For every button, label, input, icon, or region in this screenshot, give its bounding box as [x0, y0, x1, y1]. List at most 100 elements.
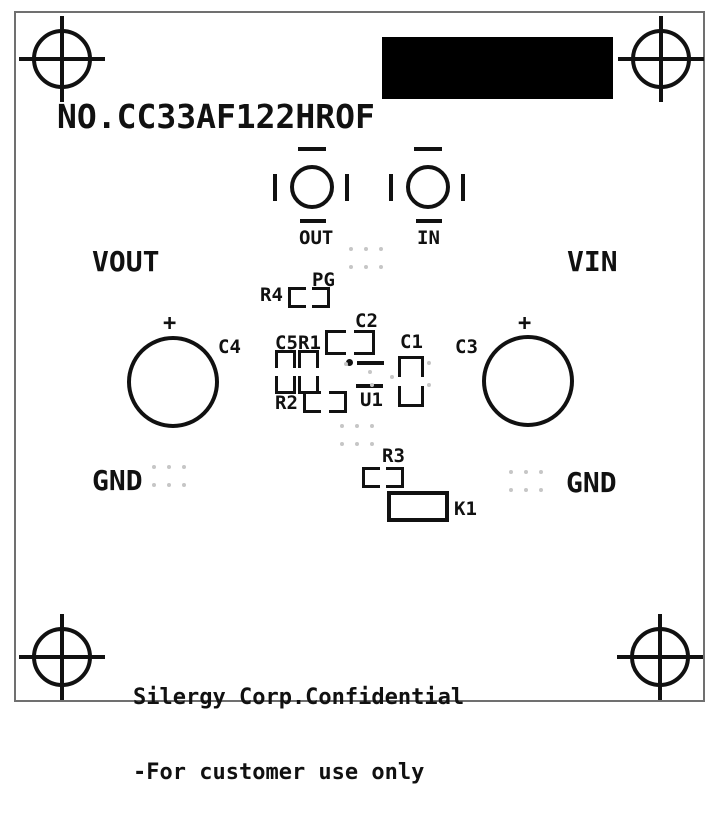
c2-label: C2: [355, 310, 378, 332]
via-dot: [370, 442, 374, 446]
u1-bottom-edge: [356, 384, 383, 388]
c4-polarity-mark: +: [163, 311, 177, 336]
testpoint-in-tick-top: [414, 147, 442, 151]
r3-pad-right: [386, 467, 404, 488]
c5-pad-top: [275, 350, 296, 369]
r2-pad-right: [328, 391, 347, 413]
via-grid-center-top: [349, 247, 383, 269]
via-dot: [355, 442, 359, 446]
testpoint-in-tick-bottom: [416, 219, 442, 223]
via-dot: [509, 488, 513, 492]
c3-body: [482, 335, 574, 427]
testpoint-out-tick-bottom: [300, 219, 326, 223]
testpoint-in-pad: [406, 165, 450, 209]
via-dot: [379, 265, 383, 269]
r2-pad-left: [303, 391, 322, 413]
u1-pin1-dot: [346, 359, 353, 366]
r1-pad-top: [298, 350, 319, 369]
fiducial-crosshair-top-left-icon: [19, 16, 105, 102]
testpoint-in-label: IN: [417, 227, 440, 249]
via-grid-gnd-left: [152, 465, 186, 487]
testpoint-in-tick-left: [389, 174, 393, 201]
k1-footprint: [387, 491, 449, 522]
c5-label: C5: [275, 332, 298, 354]
via-dot: [152, 465, 156, 469]
c1-label: C1: [400, 331, 423, 353]
c5-footprint: [275, 350, 296, 394]
via-dot: [355, 424, 359, 428]
via-dot: [349, 265, 353, 269]
via-dot: [427, 361, 431, 365]
footer-line-1: Silergy Corp.Confidential: [133, 685, 465, 710]
c2-pad-right: [354, 330, 375, 355]
redaction-block: [382, 37, 613, 99]
via-dot: [370, 383, 374, 387]
fiducial-crosshair-bottom-right-icon: [617, 614, 703, 700]
net-label-gnd-right: GND: [566, 466, 617, 499]
via-dot: [182, 465, 186, 469]
testpoint-out-label: OUT: [299, 227, 334, 249]
via-dot: [539, 488, 543, 492]
via-dot: [509, 470, 513, 474]
board-number-title: NO.CC33AF122HROF: [57, 97, 375, 136]
testpoint-out-tick-right: [345, 174, 349, 201]
via-dot: [427, 383, 431, 387]
c3-polarity-mark: +: [518, 311, 532, 336]
r3-footprint: [362, 467, 404, 488]
r1-label: R1: [298, 332, 321, 354]
testpoint-out-pad: [290, 165, 334, 209]
r2-footprint: [303, 391, 347, 413]
r3-label: R3: [382, 445, 405, 467]
footer-line-2: -For customer use only: [133, 760, 425, 785]
via-dot: [364, 265, 368, 269]
via-dot: [524, 470, 528, 474]
r4-pad-left: [288, 287, 306, 308]
r4-footprint: [288, 287, 330, 308]
net-label-vout: VOUT: [92, 245, 160, 278]
via-dot: [167, 465, 171, 469]
k1-label: K1: [454, 498, 477, 520]
testpoint-in-tick-right: [461, 174, 465, 201]
fiducial-crosshair-bottom-left-icon: [19, 614, 105, 700]
via-dot: [539, 470, 543, 474]
via-dot: [152, 483, 156, 487]
c3-label: C3: [455, 336, 478, 358]
via-dot: [340, 424, 344, 428]
board-outline: [14, 11, 705, 702]
via-dot: [379, 247, 383, 251]
via-dot: [340, 442, 344, 446]
r3-pad-left: [362, 467, 380, 488]
c1-footprint: [398, 356, 424, 407]
c2-footprint: [325, 330, 375, 355]
c5-pad-bottom: [275, 375, 296, 394]
pg-label: PG: [312, 269, 335, 291]
testpoint-out-tick-left: [273, 174, 277, 201]
r1-footprint: [298, 350, 319, 394]
via-dot: [344, 362, 348, 366]
via-dot: [524, 488, 528, 492]
pcb-silkscreen-drawing: NO.CC33AF122HROF OUT IN VOUT VIN GND GND…: [14, 11, 705, 785]
r2-label: R2: [275, 392, 298, 414]
via-grid-gnd-right: [509, 470, 543, 492]
via-dot: [182, 483, 186, 487]
c1-pad-bottom: [398, 385, 424, 407]
c4-label: C4: [218, 336, 241, 358]
r4-pad-right: [312, 287, 330, 308]
c2-pad-left: [325, 330, 346, 355]
c1-pad-top: [398, 356, 424, 378]
via-dot: [390, 375, 394, 379]
via-grid-center-bottom: [340, 424, 374, 446]
footer-note: Silergy Corp.Confidential -For customer …: [133, 635, 464, 835]
r4-label: R4: [260, 284, 283, 306]
via-dot: [364, 247, 368, 251]
testpoint-out-tick-top: [298, 147, 326, 151]
net-label-vin: VIN: [567, 245, 618, 278]
via-dot: [167, 483, 171, 487]
c4-body: [127, 336, 219, 428]
via-dot: [370, 424, 374, 428]
net-label-gnd-left: GND: [92, 464, 143, 497]
fiducial-crosshair-top-right-icon: [618, 16, 704, 102]
via-dot: [368, 370, 372, 374]
via-dot: [349, 247, 353, 251]
u1-label: U1: [360, 389, 383, 411]
